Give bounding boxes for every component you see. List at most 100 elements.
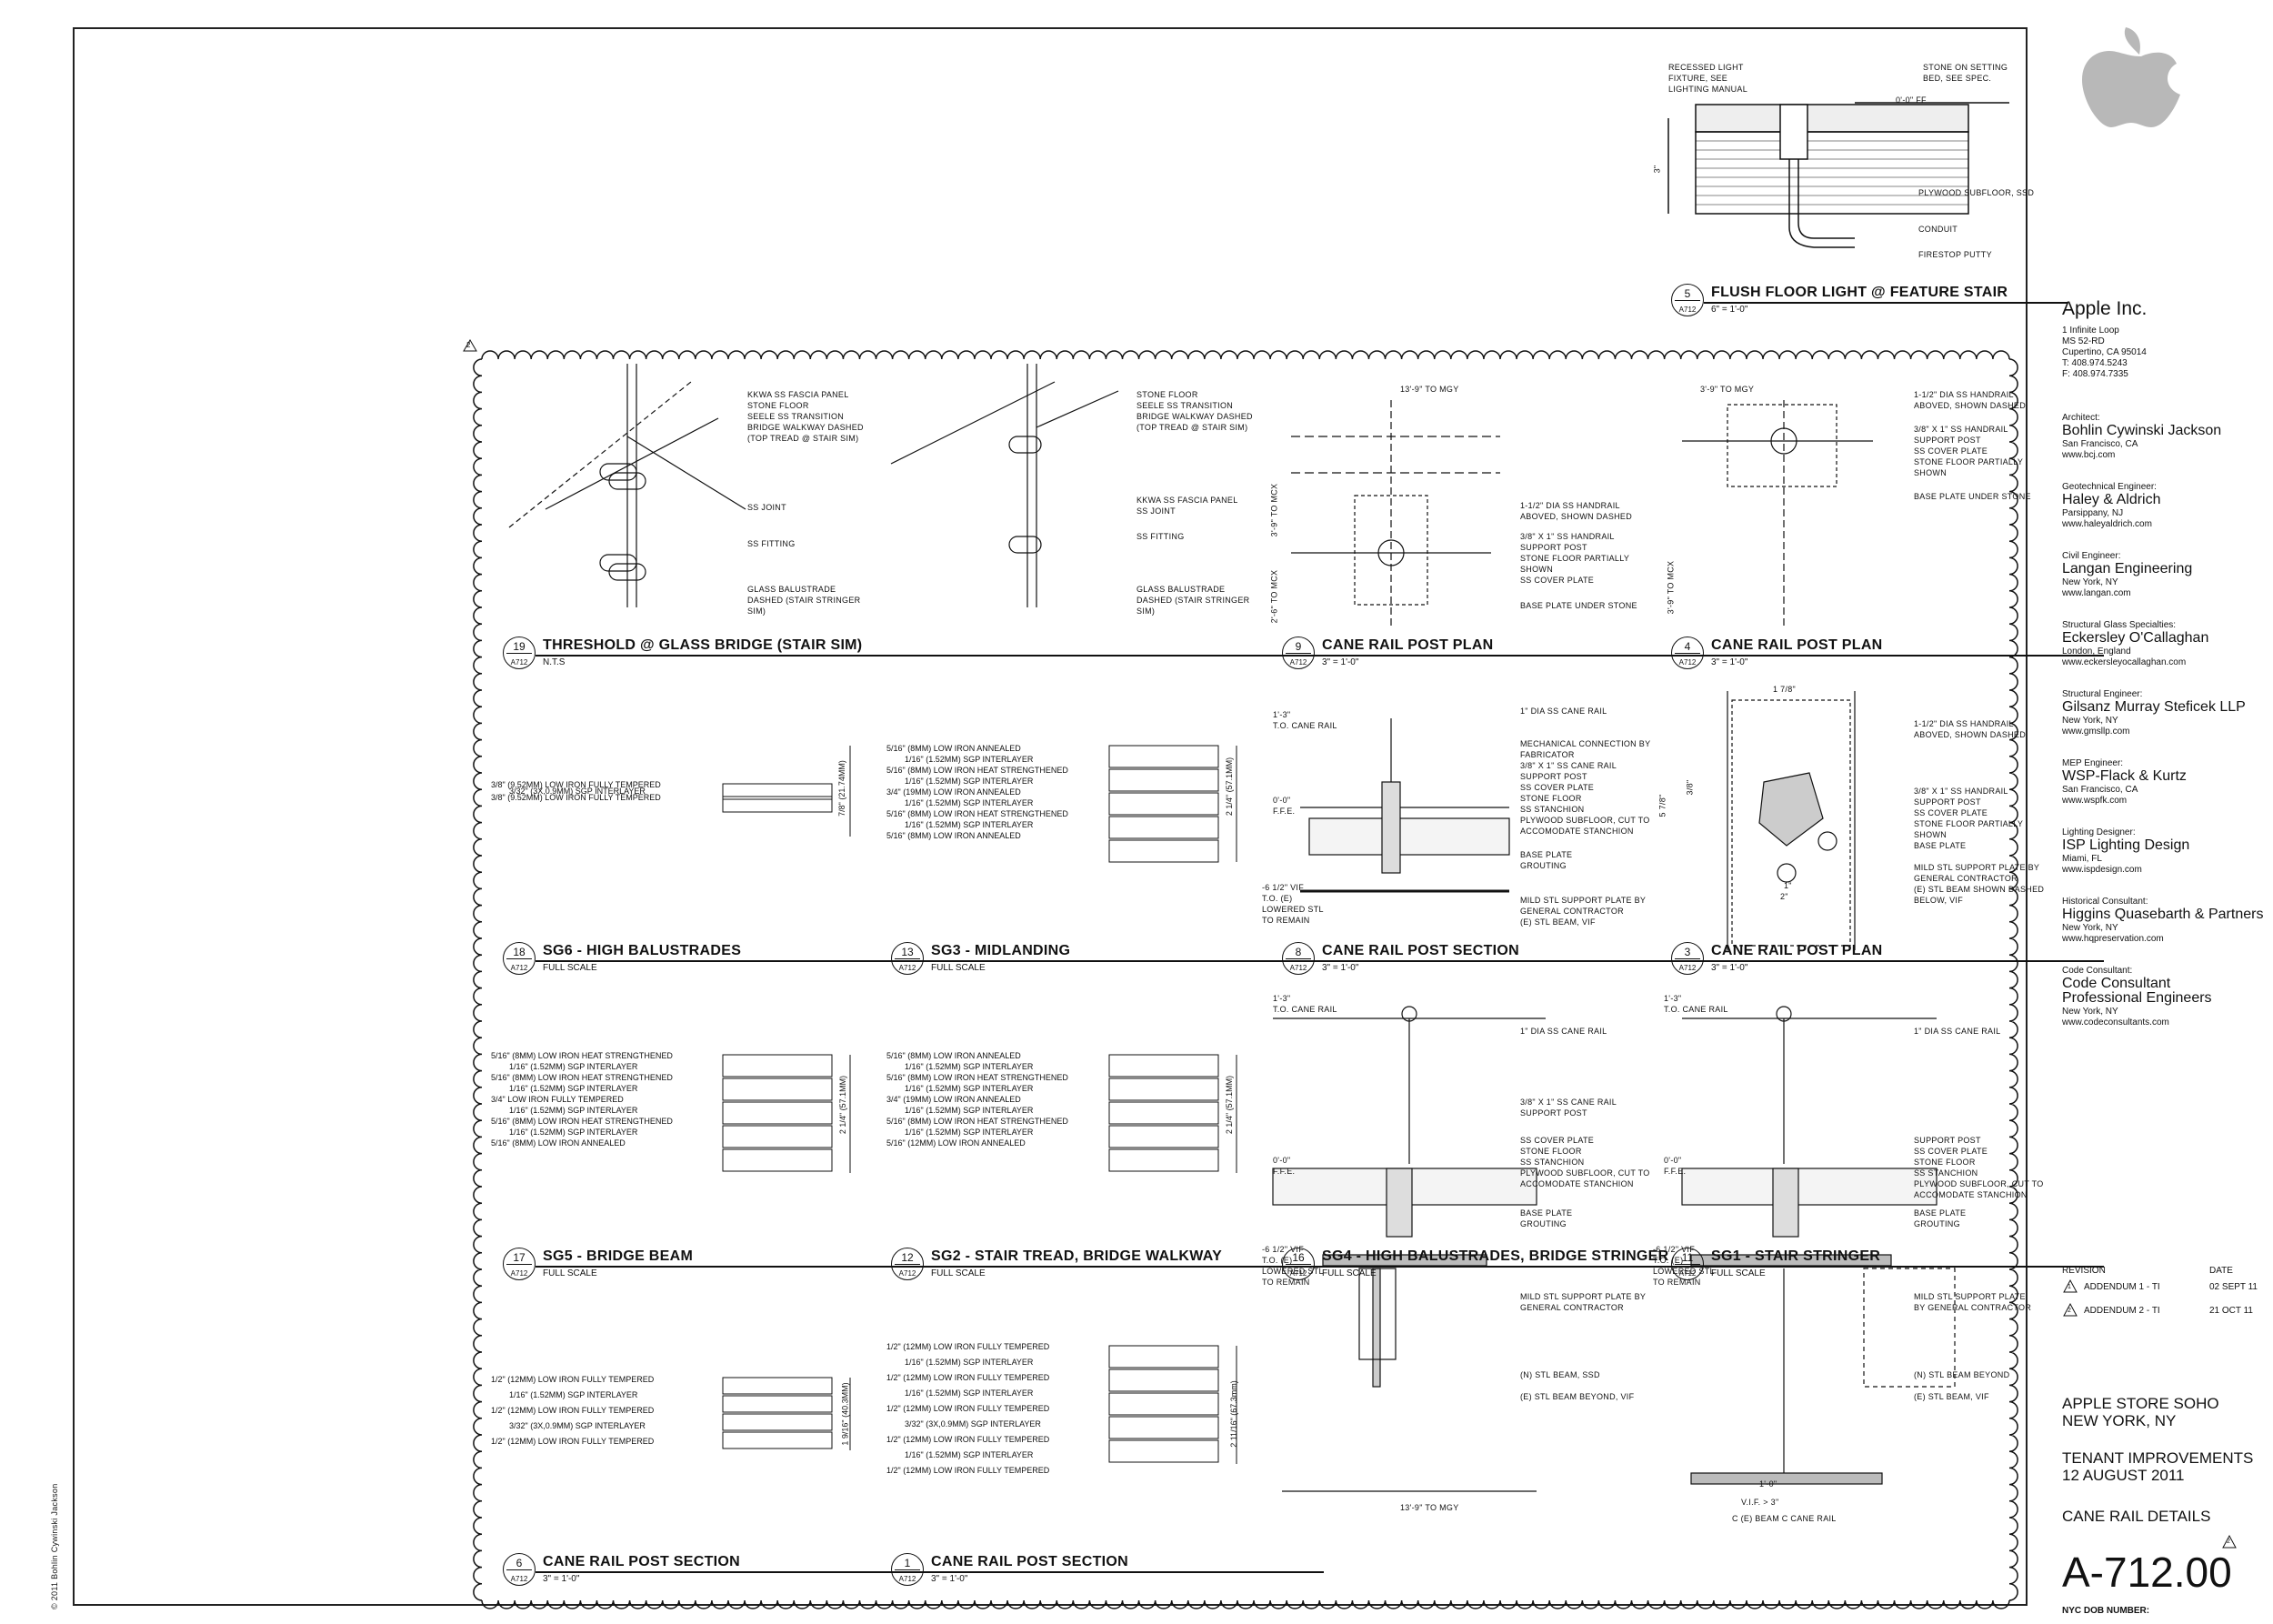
sheet-border	[73, 27, 2028, 1606]
detail-scale-4: 3" = 1'-0"	[1711, 657, 1748, 667]
revision-marker-main: 2	[466, 341, 471, 349]
d4-dim-top: 3'-9" TO MGY	[1700, 385, 1755, 394]
bubble-divider	[1286, 1264, 1311, 1265]
detail-scale-1: 3" = 1'-0"	[931, 1574, 968, 1584]
rev-1-desc: ADDENDUM 1 - TI	[2084, 1282, 2160, 1292]
detail-number: 19	[513, 640, 526, 653]
detail-scale-18: FULL SCALE	[543, 963, 597, 973]
d6-note-rail: 1" DIA SS CANE RAIL	[1520, 1027, 1607, 1036]
consultant-firm: Langan Engineering	[2062, 561, 2193, 576]
client-name: Apple Inc.	[2062, 298, 2148, 319]
consultant-role: Historical Consultant:	[2062, 897, 2148, 907]
bubble-divider	[506, 1264, 532, 1265]
detail-sheet-ref: A712	[1289, 658, 1307, 667]
detail-number: 9	[1295, 640, 1302, 653]
glass-layer-label: 5/16" (8MM) LOW IRON HEAT STRENGTHENED	[491, 1117, 673, 1126]
glass-thickness-dim: 7/8" (21.74MM)	[836, 760, 846, 817]
detail-sheet-ref: A712	[1289, 1269, 1307, 1278]
revision-triangle-1	[2063, 1278, 2078, 1293]
detail-9-drawing	[1291, 400, 1500, 627]
consultant-role: Geotechnical Engineer:	[2062, 482, 2157, 492]
consultant-detail: www.gmsllp.com	[2062, 727, 2130, 737]
detail-number: 13	[901, 946, 914, 958]
consultant-detail: www.bcj.com	[2062, 450, 2116, 460]
d1-note-nbeam: (N) STL BEAM BEYOND	[1914, 1370, 2010, 1379]
detail-number: 16	[1292, 1251, 1305, 1264]
detail-scale-11: FULL SCALE	[1711, 1268, 1766, 1278]
d6-level-ffe: 0'-0"F.F.E.	[1273, 1156, 1296, 1176]
revision-cloud	[491, 355, 2009, 1600]
d6-note-ebeam: (E) STL BEAM BEYOND, VIF	[1520, 1392, 1635, 1401]
cloud-scallops	[473, 350, 2018, 1609]
detail-title-3: CANE RAIL POST PLAN	[1711, 943, 1883, 958]
d8-level-top: 1'-3"T.O. CANE RAIL	[1273, 710, 1337, 730]
detail-sheet-ref: A712	[1678, 306, 1697, 314]
glass-thickness-dim: 1 9/16" (40.3MM)	[840, 1382, 850, 1446]
rev-2-date: 21 OCT 11	[2209, 1306, 2253, 1316]
consultant-block: Structural Engineer:Gilsanz Murray Stefi…	[2062, 689, 2246, 737]
detail-sheet-ref: A712	[1678, 658, 1697, 667]
d4-note-base: BASE PLATE UNDER STONE	[1914, 492, 2031, 501]
d4-dim-left: 3'-9" TO MCX	[1666, 560, 1676, 615]
consultant-firm: Gilsanz Murray Steficek LLP	[2062, 699, 2246, 715]
glass-layer-label: 3/32" (3X,0.9MM) SGP INTERLAYER	[509, 1421, 646, 1430]
detail-title-underline	[536, 1571, 936, 1573]
apple-logo-icon	[2082, 27, 2180, 127]
d9-dim-left2: 2'-6" TO MCX	[1269, 569, 1279, 624]
d3-dim-top: 1 7/8"	[1773, 685, 1797, 694]
detail-6-drawing	[1272, 1006, 1546, 1492]
glass-layer-label: 1/2" (12MM) LOW IRON FULLY TEMPERED	[886, 1404, 1050, 1413]
d9-dim-left1: 3'-9" TO MCX	[1269, 483, 1279, 537]
consultant-detail: New York, NY	[2062, 577, 2118, 587]
detail-number: 11	[1681, 1251, 1694, 1264]
consultant-firm: Bohlin Cywinski Jackson	[2062, 423, 2222, 438]
detail-number: 4	[1684, 640, 1691, 653]
glass-layer-label: 1/2" (12MM) LOW IRON FULLY TEMPERED	[491, 1437, 655, 1446]
sheet-title: CANE RAIL DETAILS	[2062, 1508, 2211, 1525]
consultant-firm: Code Consultant	[2062, 976, 2171, 991]
detail-title-underline	[536, 960, 936, 962]
consultant-detail: San Francisco, CA	[2062, 785, 2138, 795]
rev-2-desc: ADDENDUM 2 - TI	[2084, 1306, 2160, 1316]
glass-layer-label: 1/16" (1.52MM) SGP INTERLAYER	[905, 755, 1034, 764]
dob-number-label: NYC DOB NUMBER:	[2062, 1606, 2150, 1616]
detail-4-drawing	[1682, 400, 1873, 627]
detail-title-underline	[1315, 1266, 1719, 1268]
d8-level-ffe: 0'-0"F.F.E.	[1273, 796, 1296, 816]
bubble-divider	[506, 1569, 532, 1570]
glass-thickness-dim: 2 1/4" (57.1MM)	[1225, 1075, 1235, 1135]
detail-number: 1	[904, 1557, 911, 1569]
glass-layer-label: 1/2" (12MM) LOW IRON FULLY TEMPERED	[491, 1375, 655, 1384]
detail-title-underline	[924, 960, 1324, 962]
d3-dim-2in: 2"	[1780, 892, 1788, 901]
glass-layer-label: 5/16" (12MM) LOW IRON ANNEALED	[886, 1138, 1026, 1148]
consultant-detail: www.wspfk.com	[2062, 796, 2128, 806]
d19-note-fitting: SS FITTING	[747, 539, 796, 548]
revision-header: REVISION	[2062, 1266, 2106, 1276]
d3-dim-small: 3/8"	[1685, 779, 1695, 796]
detail-scale-13: FULL SCALE	[931, 963, 986, 973]
glass-layer-label: 1/16" (1.52MM) SGP INTERLAYER	[905, 798, 1034, 807]
bubble-divider	[895, 1264, 920, 1265]
cloud-scallop-edge	[473, 358, 483, 1601]
cloud-scallop-edge	[481, 1599, 2010, 1609]
glass-layer-label: 1/16" (1.52MM) SGP INTERLAYER	[905, 1388, 1034, 1398]
